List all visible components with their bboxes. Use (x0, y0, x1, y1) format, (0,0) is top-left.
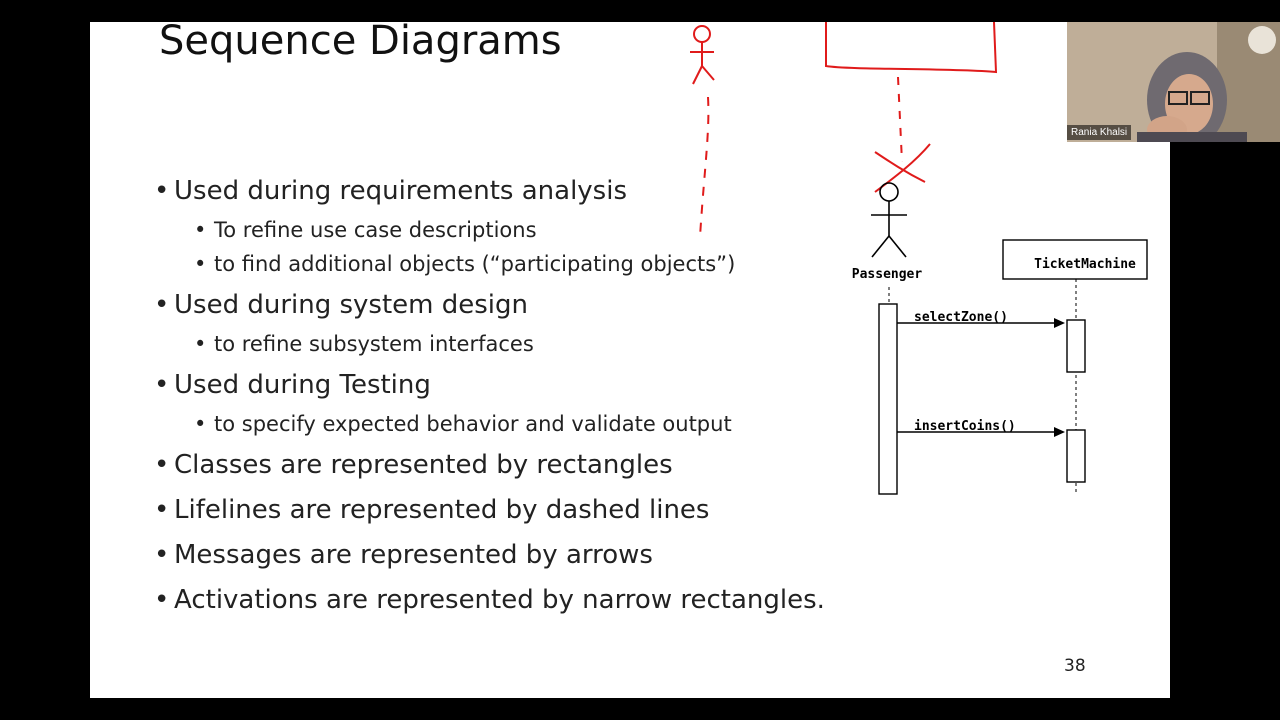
annotation-stick-head (693, 25, 711, 43)
bullet-item: Used during system design (154, 290, 528, 320)
message-label-1: selectZone() (914, 310, 1008, 325)
arrowhead-2 (1054, 427, 1065, 437)
object-label: TicketMachine (1034, 257, 1136, 272)
object-box (1002, 239, 1148, 280)
bullet-item: Lifelines are represented by dashed line… (154, 495, 709, 525)
annotation-lifeline (699, 96, 710, 238)
bullet-item: Classes are represented by rectangles (154, 450, 673, 480)
actor-passenger (871, 182, 907, 258)
sequence-diagram: Passenger TicketMachine selectZone() ins… (690, 22, 1148, 495)
arrowhead-1 (1054, 318, 1065, 328)
page-number: 38 (1064, 656, 1086, 676)
bullet-item: Used during Testing (154, 370, 431, 400)
sub-bullet-item: to refine subsystem interfaces (194, 332, 534, 356)
slide-title: Sequence Diagrams (159, 22, 562, 64)
annotation-stick-leg (701, 65, 715, 81)
activation-2 (1066, 429, 1086, 483)
webcam-video (1067, 22, 1280, 142)
red-annotations (690, 22, 998, 238)
actor-leg (871, 235, 890, 258)
annotation-dashed-line (897, 76, 903, 163)
actor-head (879, 182, 899, 202)
sub-bullet-item: to find additional objects (“participati… (194, 252, 735, 276)
annotation-stick-leg (692, 65, 703, 85)
bullet-item: Used during requirements analysis (154, 176, 627, 206)
annotation-box (825, 22, 998, 74)
actor-leg (888, 235, 907, 258)
sub-bullet-item: To refine use case descriptions (194, 218, 536, 242)
activation-1 (1066, 319, 1086, 373)
annotation-cross (874, 151, 926, 183)
sub-bullet-item: to specify expected behavior and validat… (194, 412, 732, 436)
passenger-activation (878, 303, 898, 495)
actor-label: Passenger (852, 267, 923, 282)
bullet-item: Activations are represented by narrow re… (154, 585, 825, 615)
webcam-thumbnail[interactable]: Rania Khalsi (1067, 22, 1280, 142)
slide: Sequence Diagrams Used during requiremen… (90, 22, 1170, 698)
message-label-2: insertCoins() (914, 419, 1016, 434)
bullet-item: Messages are represented by arrows (154, 540, 653, 570)
participant-name: Rania Khalsi (1067, 125, 1132, 140)
